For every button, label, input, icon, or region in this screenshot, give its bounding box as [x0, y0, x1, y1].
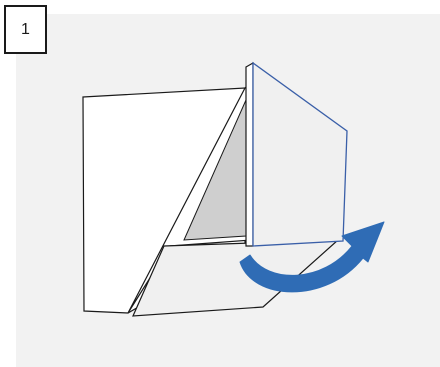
cabinet-door: [252, 61, 348, 247]
door-edge: [245, 61, 254, 247]
rotation-arrow-icon: [239, 221, 385, 293]
step-number-badge: 1: [4, 5, 47, 54]
